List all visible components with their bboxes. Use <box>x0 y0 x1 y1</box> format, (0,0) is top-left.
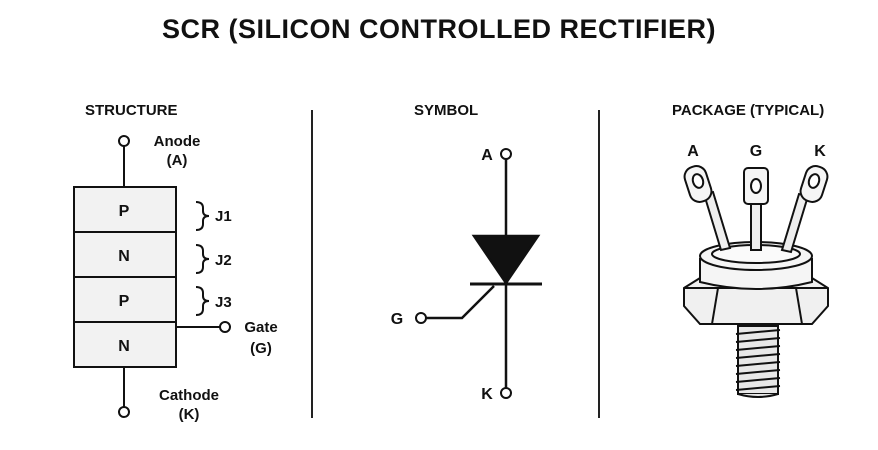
layer-label-2: P <box>119 293 130 310</box>
symbol-anode-terminal <box>500 148 512 160</box>
gate-terminal <box>219 321 231 333</box>
package-lead-label-k: K <box>814 143 826 160</box>
layer-label-0: P <box>119 203 130 220</box>
layer-label-1: N <box>118 248 130 265</box>
page-title: SCR (SILICON CONTROLLED RECTIFIER) <box>162 14 716 44</box>
symbol-panel <box>415 148 542 399</box>
divider-right <box>598 110 600 418</box>
brace-j3 <box>195 286 210 316</box>
package-lead-anode <box>683 165 732 252</box>
symbol-cathode-terminal <box>500 387 512 399</box>
junction-label-j2: J2 <box>215 252 232 269</box>
package-lead-label-a: A <box>687 143 699 160</box>
anode-terminal <box>118 135 130 147</box>
cathode-abbr: (K) <box>179 406 200 423</box>
divider-left <box>311 110 313 418</box>
cathode-terminal <box>118 406 130 418</box>
package-heading: PACKAGE (TYPICAL) <box>672 102 825 119</box>
package-thread-stud <box>735 325 781 398</box>
gate-label: Gate <box>244 319 277 336</box>
symbol-cathode-label: K <box>481 386 493 403</box>
anode-label: Anode <box>154 133 201 150</box>
layer-p2 <box>73 276 177 323</box>
symbol-heading: SYMBOL <box>414 102 479 119</box>
cathode-label: Cathode <box>159 387 219 404</box>
symbol-diode-triangle <box>471 234 541 286</box>
symbol-gate-wire <box>426 285 495 320</box>
structure-panel <box>73 135 231 418</box>
junction-label-j3: J3 <box>215 294 232 311</box>
layer-n2 <box>73 321 177 368</box>
package-lead-label-g: G <box>750 143 762 160</box>
package-lead-cathode <box>780 165 829 254</box>
symbol-anode-label: A <box>481 147 493 164</box>
brace-j1 <box>195 201 210 231</box>
structure-heading: STRUCTURE <box>85 102 178 119</box>
symbol-gate-terminal <box>415 312 427 324</box>
package-lead-gate <box>743 167 769 251</box>
anode-abbr: (A) <box>167 152 188 169</box>
brace-j2 <box>195 244 210 274</box>
symbol-gate-label: G <box>391 311 403 328</box>
junction-label-j1: J1 <box>215 208 232 225</box>
package-panel <box>683 165 829 398</box>
layer-label-3: N <box>118 338 130 355</box>
gate-abbr: (G) <box>250 340 272 357</box>
